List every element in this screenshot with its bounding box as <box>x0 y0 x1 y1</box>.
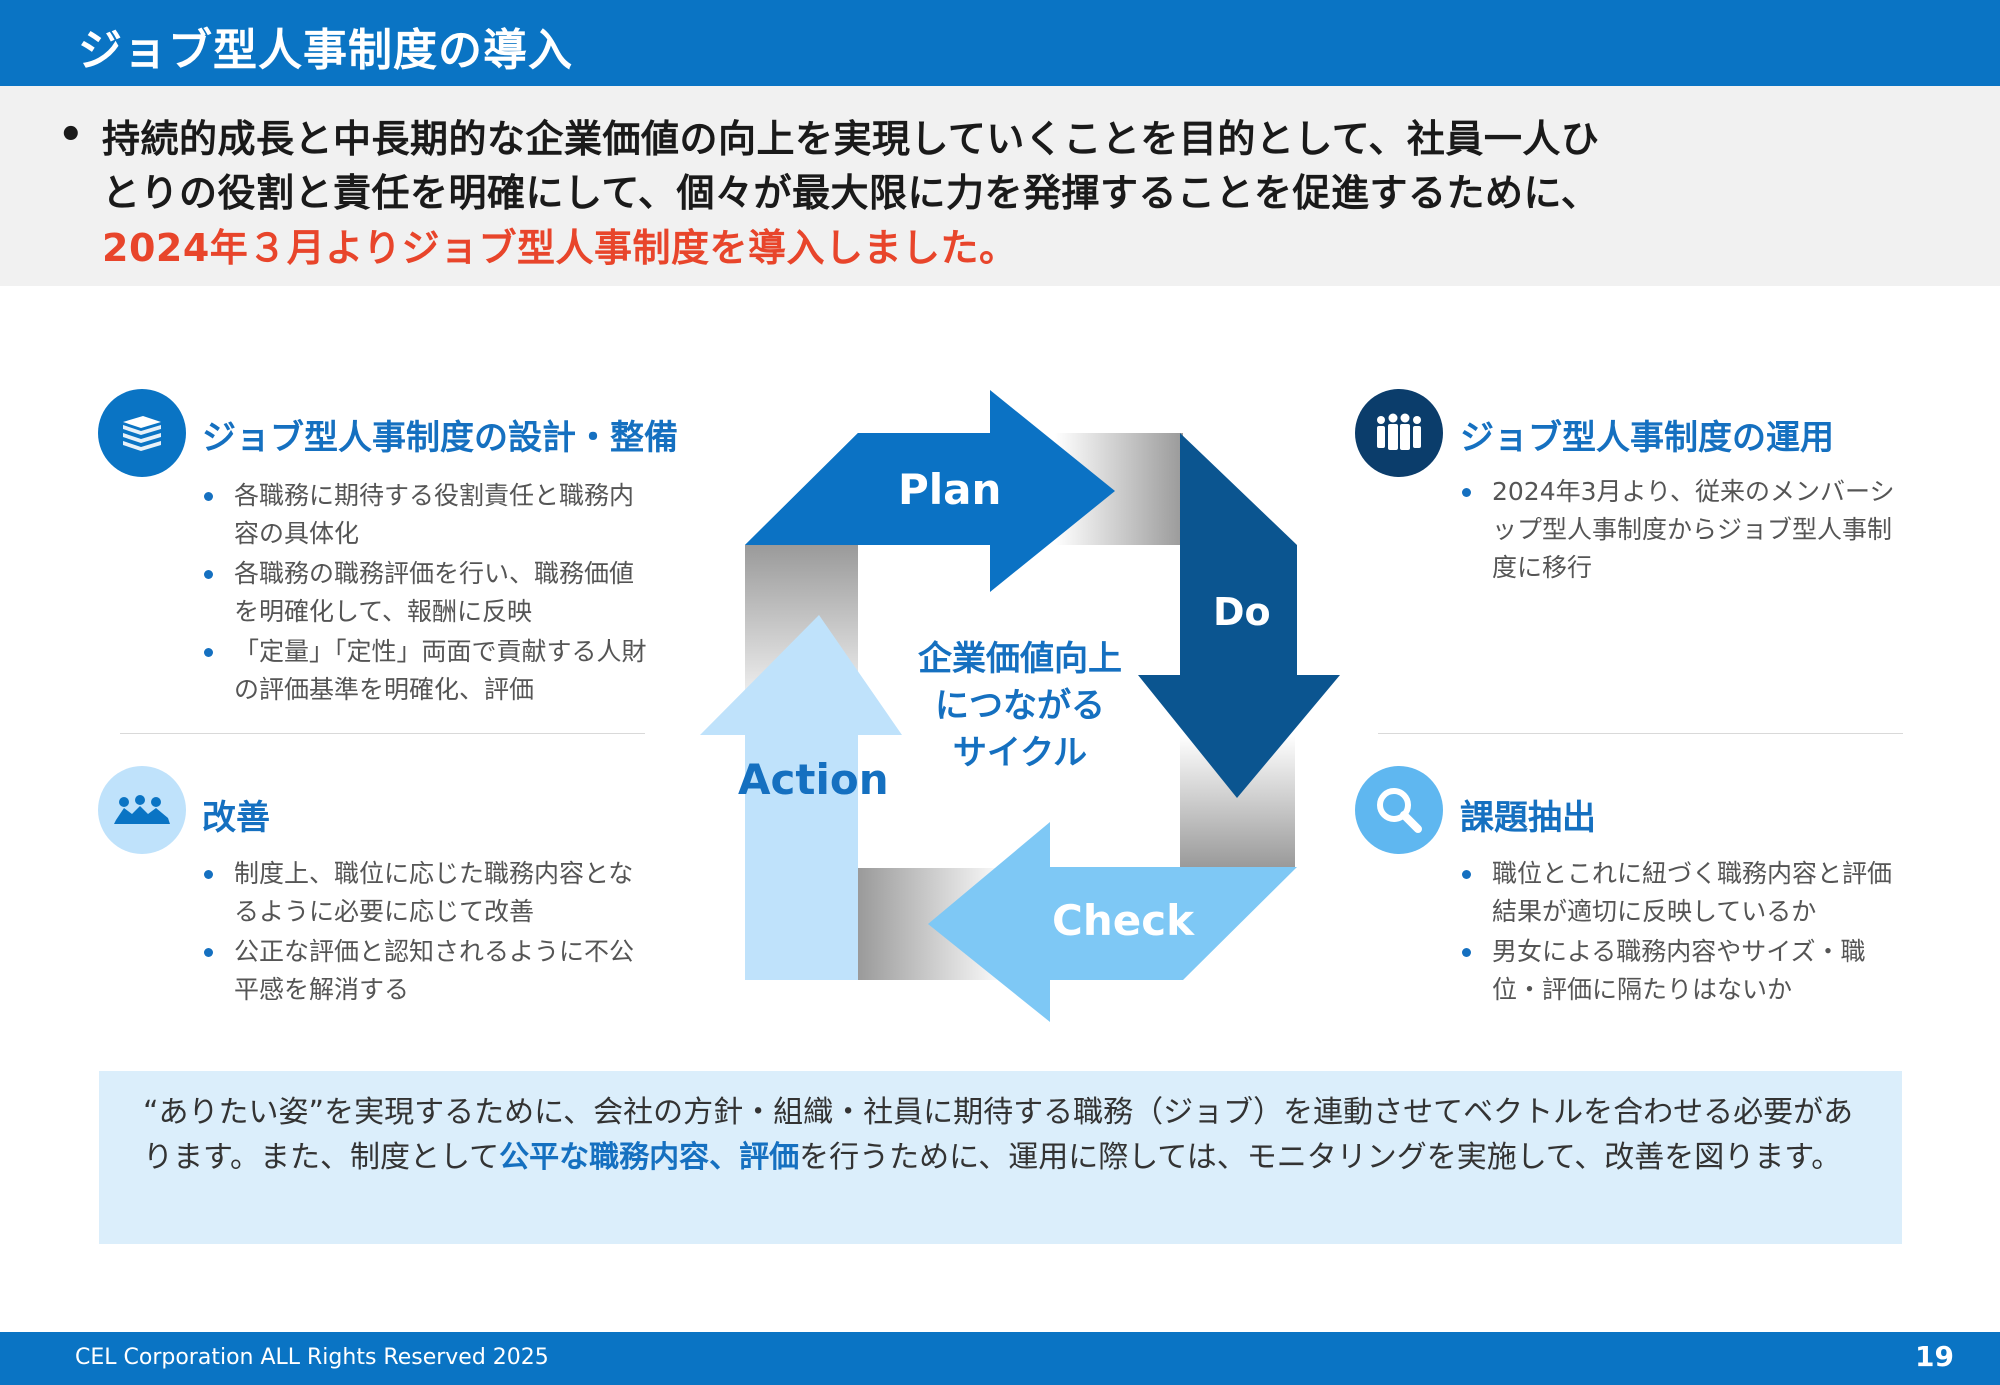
list-item: 各職務の職務評価を行い、職務価値を明確化して、報酬に反映 <box>200 555 650 631</box>
message-part-2: を行うために、運用に際しては、モニタリングを実施して、改善を図ります。 <box>799 1140 1842 1175</box>
action-arrow <box>700 615 902 980</box>
design-list: 各職務に期待する役割責任と職務内容の具体化 各職務の職務評価を行い、職務価値を明… <box>200 477 650 711</box>
design-section-title: ジョブ型人事制度の設計・整備 <box>202 418 678 458</box>
center-line-3: サイクル <box>952 733 1088 773</box>
footer-bar <box>0 1332 2000 1385</box>
improve-list: 制度上、職位に応じた職務内容となるように必要に応じて改善 公正な評価と認知される… <box>200 855 650 1011</box>
list-item: 制度上、職位に応じた職務内容となるように必要に応じて改善 <box>200 855 650 931</box>
book-stack-icon <box>98 389 186 477</box>
copyright-text: CEL Corporation ALL Rights Reserved 2025 <box>75 1345 549 1370</box>
message-box <box>99 1071 1902 1244</box>
message-highlight: 公平な職務内容、評価 <box>499 1140 800 1175</box>
message-text: “ありたい姿”を実現するために、会社の方針・組織・社員に期待する職務（ジョブ）を… <box>143 1090 1863 1180</box>
plan-label: Plan <box>898 465 1002 514</box>
intro-line-1: 持続的成長と中長期的な企業価値の向上を実現していくことを目的として、社員一人ひ <box>102 117 1600 161</box>
center-line-2: につながる <box>935 686 1105 726</box>
pdca-cycle-diagram <box>700 390 1340 1022</box>
do-label: Do <box>1213 590 1271 634</box>
list-item: 公正な評価と認知されるように不公平感を解消する <box>200 933 650 1009</box>
cycle-center-text: 企業価値向上 につながる サイクル <box>880 636 1160 777</box>
do-arrow <box>1138 433 1340 798</box>
issues-section-title: 課題抽出 <box>1460 798 1596 838</box>
list-item: 各職務に期待する役割責任と職務内容の具体化 <box>200 477 650 553</box>
list-item: 職位とこれに紐づく職務内容と評価結果が適切に反映しているか <box>1458 855 1908 931</box>
intro-line-3: 2024年３月よりジョブ型人事制度を導入しました。 <box>102 226 1018 270</box>
check-arrow <box>928 822 1297 1022</box>
page-title: ジョブ型人事制度の導入 <box>78 25 573 76</box>
page-number: 19 <box>1915 1340 1954 1373</box>
left-divider <box>120 733 645 734</box>
right-divider <box>1378 733 1903 734</box>
operation-section-title: ジョブ型人事制度の運用 <box>1460 418 1834 458</box>
people-group-icon <box>1355 389 1443 477</box>
improve-section-title: 改善 <box>202 798 270 838</box>
issues-list: 職位とこれに紐づく職務内容と評価結果が適切に反映しているか 男女による職務内容や… <box>1458 855 1908 1011</box>
list-item: 男女による職務内容やサイズ・職位・評価に隔たりはないか <box>1458 933 1908 1009</box>
intro-line-2: とりの役割と責任を明確にして、個々が最大限に力を発揮することを促進するために、 <box>102 171 1600 215</box>
action-label: Action <box>738 755 889 804</box>
header-bar <box>0 0 2000 86</box>
message-part-1: “ありたい姿”を実現するために、会社の方針・組織・社員に期待する職務（ジョブ）を… <box>143 1095 1854 1175</box>
magnifier-icon <box>1355 766 1443 854</box>
operation-list: 2024年3月より、従来のメンバーシップ型人事制度からジョブ型人事制度に移行 <box>1458 473 1908 589</box>
center-line-1: 企業価値向上 <box>918 639 1122 679</box>
intro-panel <box>0 86 2000 286</box>
list-item: 2024年3月より、従来のメンバーシップ型人事制度からジョブ型人事制度に移行 <box>1458 473 1908 587</box>
check-label: Check <box>1052 896 1195 945</box>
list-item: 「定量」「定性」両面で貢献する人財の評価基準を明確化、評価 <box>200 633 650 709</box>
team-improvement-icon <box>98 766 186 854</box>
intro-bullet: • <box>58 112 84 158</box>
